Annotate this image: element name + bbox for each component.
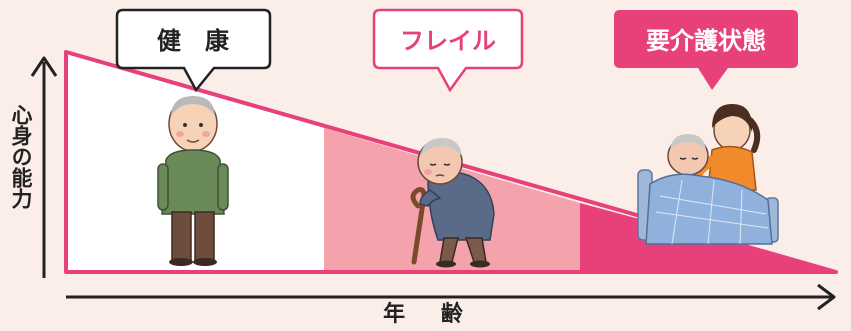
care-needed-label-bubble: 要介護状態 [614,10,798,90]
frailty-label-bubble: フレイル [372,8,524,93]
x-axis [66,283,836,311]
y-axis [30,56,58,278]
elderly-man-with-cane-illustration [410,138,495,268]
standing-elderly-man-illustration [157,96,229,266]
y-axis-label-text: 心身の能力 [9,104,33,209]
healthy-label-bubble: 健 康 [115,8,272,93]
healthy-label: 健 康 [157,27,230,55]
x-axis-label: 年 齢 [383,302,477,327]
y-axis-label: 心身の能力 [6,104,36,214]
bedridden-elderly-with-caregiver-illustration [637,104,779,245]
frailty-label: フレイル [400,27,496,55]
care-needed-label: 要介護状態 [646,27,766,55]
